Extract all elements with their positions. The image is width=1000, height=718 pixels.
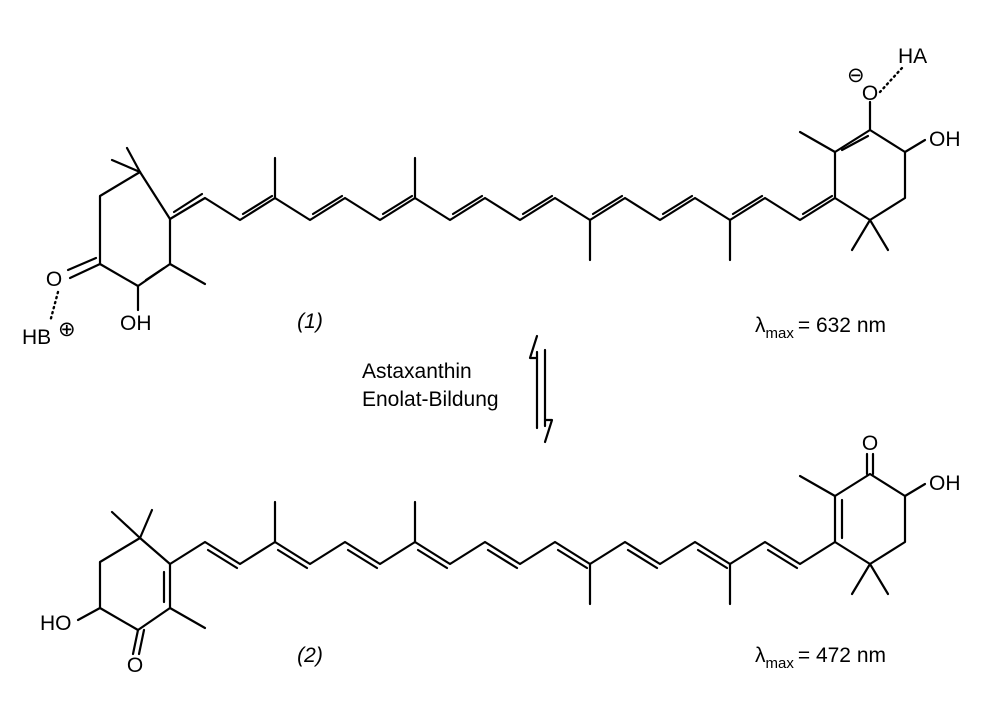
left-oxygen-2: O (127, 654, 143, 677)
compound-1-polyene-chain (168, 156, 837, 262)
right-acid-label: HA (898, 45, 927, 68)
left-base-label: HB (22, 326, 51, 349)
compound-2-lambda-max: λmax= 472 nm (755, 644, 886, 672)
equilibrium-label-line2: Enolat-Bildung (362, 388, 499, 411)
right-hydroxyl-2: OH (929, 472, 961, 495)
compound-2-structure (76, 452, 927, 656)
left-base-charge: ⊕ (58, 318, 76, 341)
left-carbonyl-oxygen: O (46, 268, 62, 291)
right-hydroxyl: OH (929, 128, 961, 151)
compound-2-right-ring (798, 452, 927, 596)
right-oxygen-2: O (862, 432, 878, 455)
equilibrium-label-line1: Astaxanthin (362, 360, 472, 383)
compound-2-label: (2) (297, 644, 323, 667)
compound-1-label: (1) (297, 310, 323, 333)
compound-2-left-ring (76, 508, 207, 656)
left-hydroxyl: OH (120, 312, 152, 335)
compound-2-atom-labels: HO O O OH (40, 432, 961, 677)
left-hydroxyl-2: HO (40, 612, 72, 635)
right-oxide-charge: ⊖ (847, 64, 865, 87)
compound-1-right-ring (798, 66, 927, 252)
compound-1-structure (48, 66, 927, 324)
compound-2-polyene-chain (168, 500, 837, 606)
compound-1-atom-labels: O HB ⊕ OH ⊖ O HA OH (22, 45, 961, 349)
compound-1-lambda-max: λmax= 632 nm (755, 314, 886, 342)
compound-1-left-ring (48, 146, 207, 324)
equilibrium-arrows (528, 334, 554, 444)
right-oxide-oxygen: O (862, 82, 878, 105)
